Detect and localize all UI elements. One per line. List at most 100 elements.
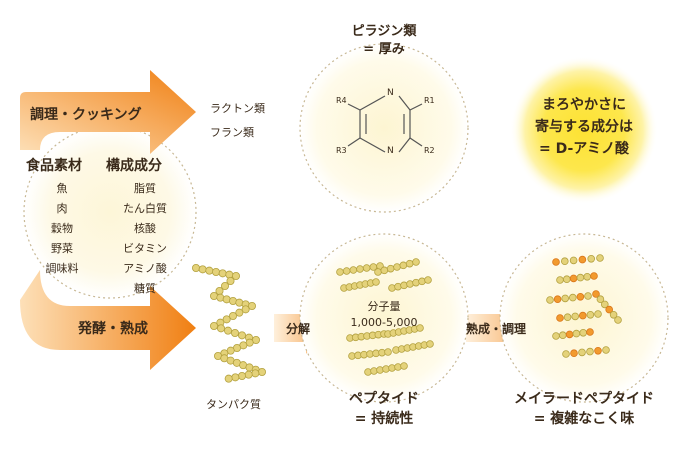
decomposition-label: 分解: [286, 322, 311, 336]
bead: [400, 362, 408, 370]
bead: [374, 268, 382, 276]
component-nucleic-acid: 核酸: [134, 222, 156, 235]
food-item-grain: 穀物: [51, 222, 73, 235]
highlight-glow: [510, 56, 658, 204]
bead: [257, 367, 266, 376]
maillard-bead-chains: [546, 254, 622, 358]
bead: [609, 310, 618, 319]
highlight-line2: 寄与する成分は: [535, 119, 633, 135]
substituent-r2: R2: [424, 146, 435, 155]
orange-bead: [592, 290, 600, 298]
orange-bead: [556, 314, 564, 322]
bead: [356, 265, 364, 273]
orange-bead: [594, 346, 602, 355]
orange-bead: [578, 255, 587, 264]
bead: [583, 272, 591, 281]
components-heading: 構成成分: [106, 158, 162, 174]
bead: [349, 266, 358, 274]
bead: [198, 265, 207, 274]
component-protein: たん白質: [123, 202, 167, 215]
bead: [247, 301, 256, 310]
cooking-arrow: [20, 70, 196, 154]
bead: [342, 267, 351, 275]
pyrazine-circle: [299, 43, 469, 213]
bead: [576, 273, 585, 282]
bead: [594, 310, 602, 318]
bead: [578, 348, 586, 357]
bead: [386, 264, 395, 273]
substituent-r3: R3: [336, 146, 347, 155]
food-item-fish: 魚: [56, 182, 68, 195]
bead: [241, 305, 250, 314]
pyrazine-title: ピラジン類: [351, 24, 417, 39]
bead: [237, 371, 246, 380]
bead: [571, 312, 579, 321]
bead: [251, 369, 260, 378]
component-amino-acid: アミノ酸: [123, 262, 167, 275]
bead: [235, 308, 244, 317]
bead: [584, 292, 592, 300]
bead: [336, 268, 344, 276]
bead: [614, 316, 622, 324]
bead: [224, 374, 233, 383]
bead: [596, 254, 604, 262]
bead: [586, 310, 595, 319]
fermentation-arrow: [20, 270, 196, 370]
orange-bead: [552, 258, 560, 266]
peptide-title: ペプタイド: [349, 391, 419, 407]
bead: [228, 311, 237, 320]
maillard-title: メイラードペプタイド: [514, 391, 654, 407]
bead: [586, 347, 594, 356]
orange-bead: [578, 311, 587, 320]
protein-bead-chain: [191, 263, 266, 383]
bead: [362, 264, 371, 272]
bead: [560, 257, 569, 266]
bead: [426, 340, 434, 348]
bead: [231, 373, 240, 382]
food-item-vegetable: 野菜: [51, 242, 73, 255]
bead: [216, 324, 225, 333]
bead: [569, 256, 578, 265]
bead: [412, 258, 420, 266]
component-sugar: 糖質: [134, 282, 156, 295]
orange-bead: [605, 305, 613, 314]
protein-label: タンパク質: [206, 398, 261, 411]
peptide-subtitle: = 持続性: [354, 411, 414, 427]
bead: [587, 254, 595, 263]
bead: [211, 267, 220, 276]
highlight-line3: = D-アミノ酸: [538, 141, 630, 157]
bead: [205, 266, 214, 275]
bead: [230, 328, 239, 337]
orange-bead: [565, 330, 574, 339]
molecular-weight-label: 分子量: [367, 300, 401, 313]
bead: [372, 278, 380, 286]
bead: [222, 315, 231, 324]
molecular-weight-range: 1,000-5,000: [350, 316, 418, 329]
bead: [552, 332, 560, 340]
bead: [380, 266, 389, 275]
bead: [556, 276, 564, 284]
orange-bead: [576, 292, 585, 301]
bead: [384, 348, 392, 356]
component-vitamin: ビタミン: [123, 242, 167, 255]
orange-bead: [590, 272, 598, 280]
bead: [558, 331, 567, 340]
bead: [546, 296, 554, 304]
bead: [226, 276, 235, 285]
component-lipid: 脂質: [134, 182, 156, 195]
bead: [223, 326, 232, 335]
bead: [393, 263, 401, 271]
bead: [568, 293, 577, 302]
bead: [191, 263, 200, 272]
bead: [561, 294, 569, 303]
highlight-line1: まろやかさに: [542, 97, 626, 113]
bead: [424, 276, 432, 284]
bead: [218, 269, 227, 278]
bead: [600, 300, 609, 309]
pyrazine-subtitle: = 厚み: [363, 42, 405, 57]
bead: [399, 261, 408, 270]
orange-bead: [586, 328, 594, 336]
pyrazine-structure: [347, 95, 423, 153]
bead: [562, 275, 571, 284]
